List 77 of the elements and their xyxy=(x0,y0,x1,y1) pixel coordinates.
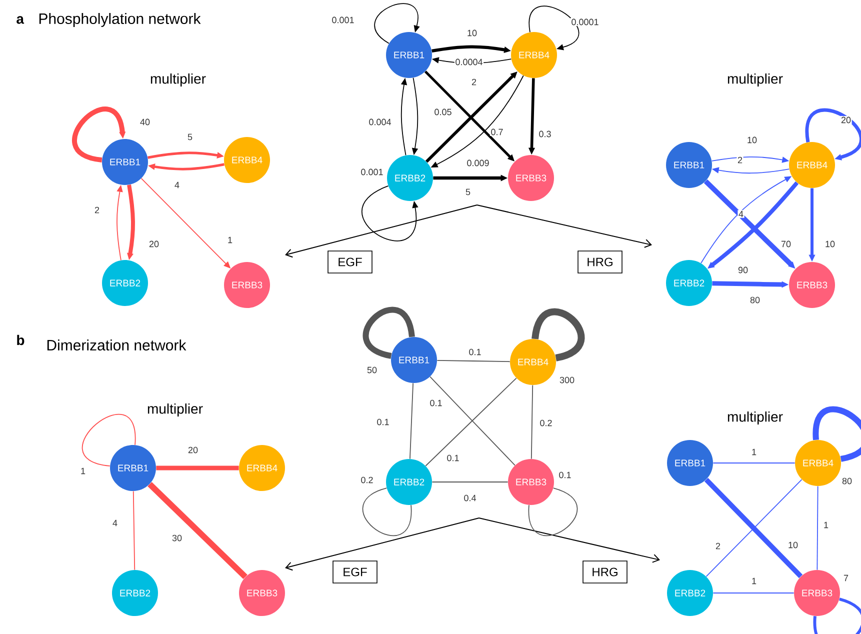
edge-label: 2 xyxy=(714,542,722,550)
panel-letter: a xyxy=(16,16,24,24)
edge-label: 0.1 xyxy=(446,454,460,462)
edge-label: 5 xyxy=(186,133,194,141)
edge-label: 10 xyxy=(824,240,836,248)
edge-label: 50 xyxy=(366,366,378,374)
edge-label: 1 xyxy=(80,467,86,475)
edge-line xyxy=(816,486,818,570)
ligand-box: EGF xyxy=(332,560,378,584)
edge-line xyxy=(362,488,412,536)
edge-line xyxy=(712,592,794,594)
edge-label: 20 xyxy=(148,240,160,248)
edge-label: 0.7 xyxy=(490,128,504,136)
edge-line xyxy=(410,382,414,460)
edge-label: 0.4 xyxy=(462,494,478,502)
edge-label: 20 xyxy=(187,446,199,454)
edge-label: 2 xyxy=(736,156,744,164)
edge-label: 0.1 xyxy=(558,471,572,479)
edge-line xyxy=(82,414,136,466)
edge-label: 10 xyxy=(746,136,758,144)
edge-label: 1 xyxy=(750,577,758,585)
edge-label: 300 xyxy=(558,376,576,384)
edge-label: 30 xyxy=(171,534,183,542)
edge-line xyxy=(712,462,796,464)
edge-label: 0.001 xyxy=(330,16,356,24)
ligand-box: EGF xyxy=(328,250,372,274)
edge-label: 80 xyxy=(749,296,761,304)
edge-line xyxy=(374,3,420,44)
panel-letter: b xyxy=(17,334,24,346)
network-caption: multiplier xyxy=(728,73,783,87)
edge-label: 0.05 xyxy=(433,108,453,116)
edge-label: 1 xyxy=(226,236,234,244)
edge-line xyxy=(436,360,510,362)
network-caption: multiplier xyxy=(728,411,783,425)
edge-label: 0.001 xyxy=(360,168,384,176)
panel-title: Phospholylation network xyxy=(39,13,201,27)
edge-line xyxy=(528,488,578,536)
edge-label: 0.1 xyxy=(428,399,444,407)
edge-label: 0.3 xyxy=(538,130,552,138)
edge-label: 4 xyxy=(174,181,180,189)
edge-label: 7 xyxy=(842,574,850,582)
edge-line xyxy=(805,108,861,160)
edge-label: 1 xyxy=(822,521,830,529)
edge-label: 4 xyxy=(738,210,744,218)
edge-label: 10 xyxy=(787,541,799,549)
ligand-box: HRG xyxy=(578,250,622,274)
ligand-box: HRG xyxy=(582,560,628,584)
edge-label: 20 xyxy=(840,116,852,124)
edge-label: 4 xyxy=(112,519,118,527)
edge-label: 0.2 xyxy=(538,419,554,427)
edge-line xyxy=(530,384,534,460)
edge-label: 90 xyxy=(737,266,749,274)
edge-label: 0.1 xyxy=(376,418,390,426)
edge-label: 10 xyxy=(466,29,478,37)
edge-label: 70 xyxy=(780,240,792,248)
edge-line xyxy=(814,598,861,634)
edge-label: 1 xyxy=(750,448,758,456)
edge-label: 2 xyxy=(94,206,100,214)
edge-line xyxy=(148,482,248,580)
edge-label: 80 xyxy=(841,477,853,485)
edge-line xyxy=(156,466,239,470)
edge-label: 0.2 xyxy=(360,476,374,484)
edge-line xyxy=(361,185,418,242)
network-caption: multiplier xyxy=(148,403,203,417)
edge-label: 0.0001 xyxy=(570,18,600,26)
edge-line xyxy=(72,106,126,162)
edge-label: 0.0004 xyxy=(454,58,484,66)
edge-line xyxy=(132,490,136,570)
network-caption: multiplier xyxy=(150,73,206,87)
edge-label: 5 xyxy=(464,188,472,196)
edge-label: 2 xyxy=(470,78,478,86)
edge-label: 0.1 xyxy=(468,348,482,356)
edge-label: 40 xyxy=(139,118,151,126)
edge-label: 0.004 xyxy=(368,118,392,126)
edge-line xyxy=(528,6,579,50)
panel-title: Dimerization network xyxy=(47,340,186,350)
edge-label: 0.009 xyxy=(466,159,490,167)
